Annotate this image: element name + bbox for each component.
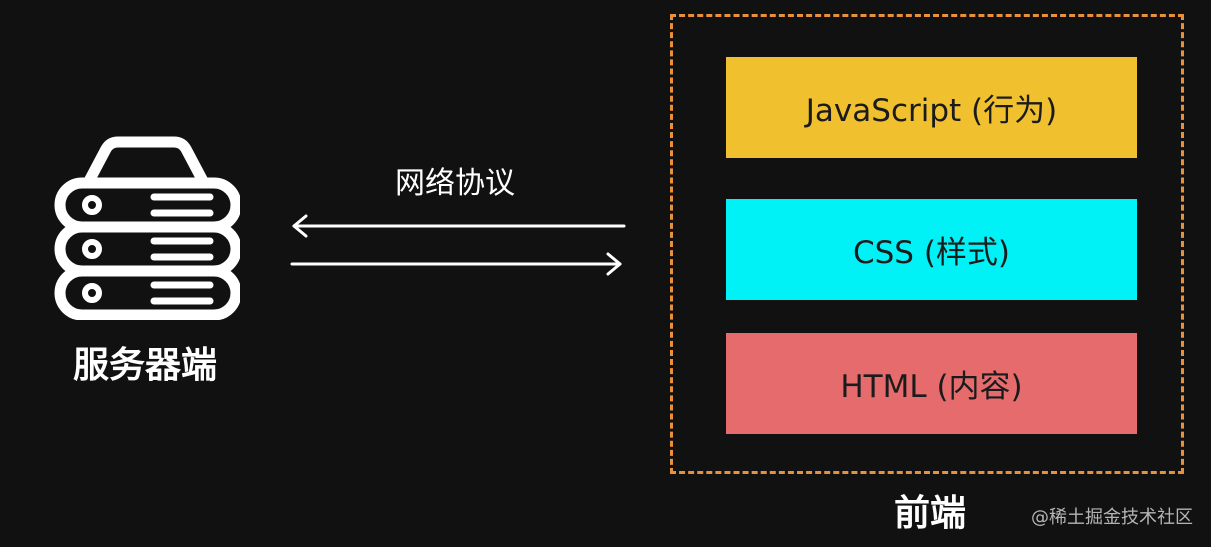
- layer-css-label: CSS (样式): [852, 235, 1011, 271]
- bidirectional-arrows: [284, 210, 630, 280]
- server-icon: [50, 135, 242, 321]
- network-protocol-label: 网络协议: [395, 166, 515, 201]
- arrow-right-icon: [290, 252, 622, 276]
- layer-html: HTML (内容): [726, 333, 1137, 434]
- watermark: @稀土掘金技术社区: [1031, 507, 1193, 528]
- frontend-label: 前端: [893, 493, 966, 534]
- layer-css: CSS (样式): [726, 199, 1137, 300]
- arrow-left-icon: [292, 214, 626, 238]
- layer-javascript-label: JavaScript (行为): [805, 93, 1058, 129]
- server-label: 服务器端: [72, 345, 217, 386]
- frontend-frame: [670, 14, 1184, 474]
- layer-html-label: HTML (内容): [840, 369, 1023, 405]
- layer-javascript: JavaScript (行为): [726, 57, 1137, 158]
